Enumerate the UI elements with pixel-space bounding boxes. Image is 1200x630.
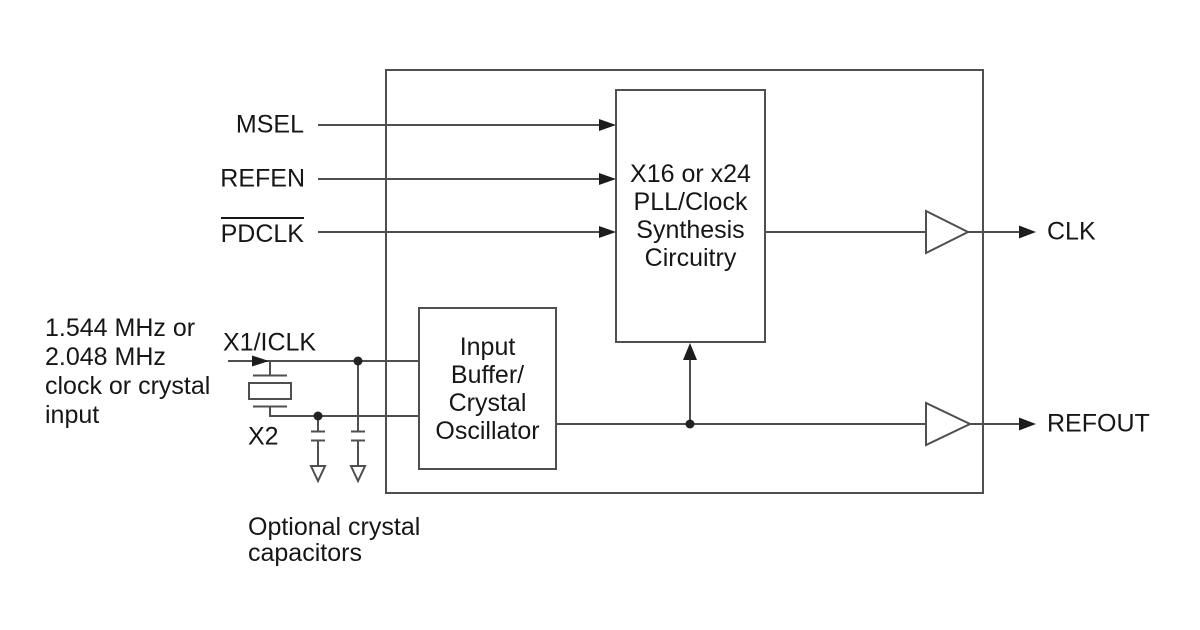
ground-icon xyxy=(349,465,367,484)
refen-arrowhead-icon xyxy=(599,173,616,185)
crystal-capacitor-left xyxy=(309,416,327,484)
junction-dot xyxy=(353,356,363,366)
clock-input-note-line: clock or crystal xyxy=(45,372,211,400)
pll-box-label: X16 or x24 PLL/Clock Synthesis Circuitry xyxy=(616,90,765,342)
x1-arrowhead-icon xyxy=(252,355,269,367)
crystal-symbol xyxy=(248,361,292,417)
x1-pin-label: X1/ICLK xyxy=(223,328,317,357)
crystal-capacitor-right xyxy=(349,361,367,484)
pll-box-label-line: X16 or x24 xyxy=(630,160,751,188)
input-buffer-box-label-line: Oscillator xyxy=(435,416,540,445)
x2-pin-label: X2 xyxy=(248,422,279,451)
input-buffer-box-label-line: Buffer/ xyxy=(450,360,525,389)
pll-box-label-line: Synthesis xyxy=(636,216,745,244)
clk-pin-label: CLK xyxy=(1047,217,1096,246)
clk-arrowhead-icon xyxy=(1019,225,1036,239)
pll-box-label-line: PLL/Clock xyxy=(633,188,748,216)
ground-icon xyxy=(309,465,327,484)
input-buffer-box-label-line: Crystal xyxy=(448,388,527,417)
clk-buffer-triangle xyxy=(925,209,971,255)
input-buffer-box xyxy=(418,307,557,470)
msel-arrowhead-icon xyxy=(599,119,616,131)
clock-input-note-line: 1.544 MHz or xyxy=(45,314,196,342)
refen-pin-label: REFEN xyxy=(220,164,305,193)
clock-input-note-line: input xyxy=(45,401,100,429)
capacitor-note-line: capacitors xyxy=(248,539,362,567)
refout-buffer-triangle xyxy=(925,401,973,447)
input-buffer-box-label: Input Buffer/ Crystal Oscillator xyxy=(419,308,556,469)
clock-input-note: 1.544 MHz or 2.048 MHz clock or crystal … xyxy=(45,314,210,430)
pll-box xyxy=(615,89,766,343)
input-buffer-box-label-line: Input xyxy=(459,332,516,361)
junction-dot xyxy=(685,419,695,429)
refout-arrowhead-icon xyxy=(1019,417,1036,431)
pdclk-pin-label: PDCLK xyxy=(180,217,304,249)
capacitor-note-line: Optional crystal xyxy=(248,513,421,541)
clock-input-note-line: 2.048 MHz xyxy=(45,343,166,371)
junction-dot xyxy=(313,411,323,421)
msel-pin-label: MSEL xyxy=(235,110,304,139)
pll-box-label-line: Circuitry xyxy=(644,244,737,272)
capacitor-note: Optional crystal capacitors xyxy=(248,514,420,566)
pdclk-overline-text: PDCLK xyxy=(220,217,304,249)
pll-feed-arrowhead-icon xyxy=(683,343,697,360)
pdclk-arrowhead-icon xyxy=(599,226,616,238)
refout-pin-label: REFOUT xyxy=(1047,409,1150,438)
